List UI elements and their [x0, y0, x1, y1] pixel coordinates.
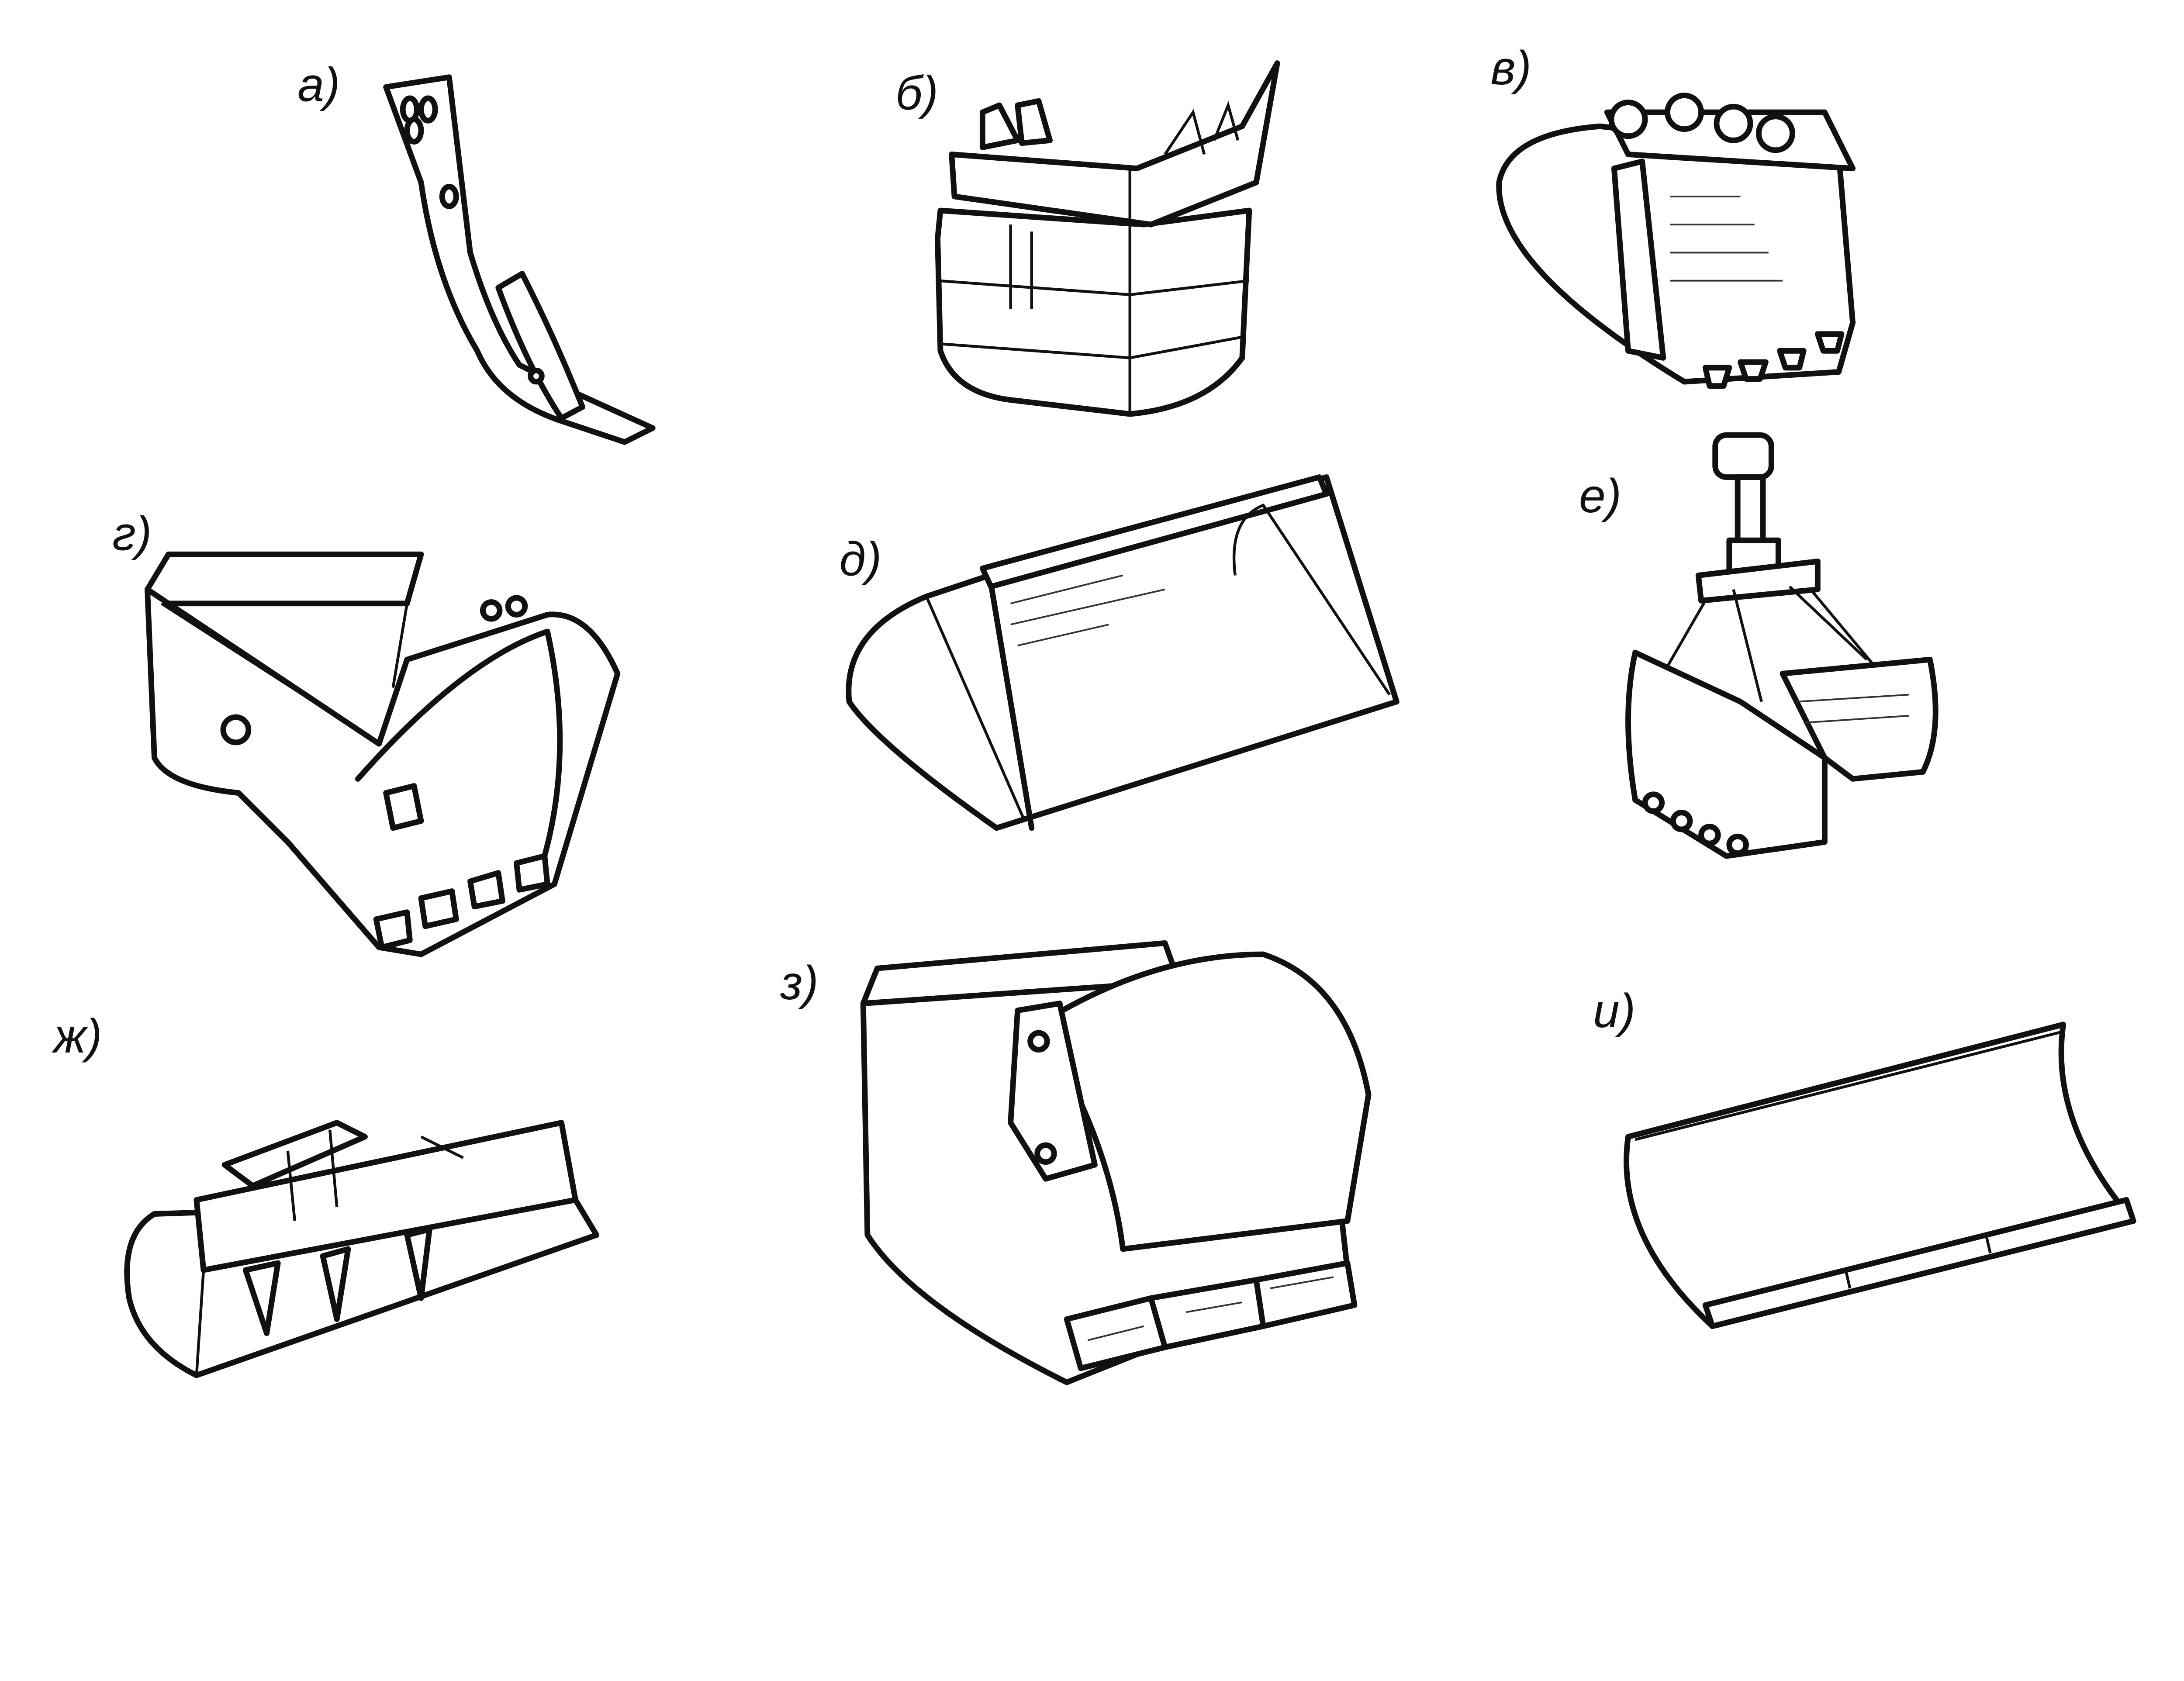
- label-z: з): [780, 956, 819, 1010]
- backhoe-bucket-figure: в): [1491, 41, 1856, 389]
- shovel-bucket-figure: б): [895, 60, 1280, 417]
- dozer-blade-figure: и): [1593, 984, 2136, 1329]
- excavator-attachments-diagram: а) б) в) г): [52, 41, 2136, 1385]
- label-i: и): [1593, 984, 1635, 1038]
- bottom-dump-bucket-figure: з): [780, 940, 1372, 1385]
- ripper-tooth-figure: а): [297, 58, 656, 445]
- label-zh: ж): [52, 1010, 102, 1063]
- ditching-bucket-figure: ж): [52, 1010, 600, 1378]
- loader-bucket-figure: д): [840, 474, 1400, 831]
- label-a: а): [297, 58, 340, 111]
- label-v: в): [1491, 41, 1531, 95]
- backhoe-face-bucket-figure: г): [112, 507, 621, 957]
- label-d: д): [840, 532, 882, 586]
- label-e: е): [1579, 469, 1621, 523]
- label-g: г): [112, 507, 152, 561]
- label-b: б): [895, 67, 938, 120]
- clamshell-grab-figure: е): [1579, 432, 1939, 859]
